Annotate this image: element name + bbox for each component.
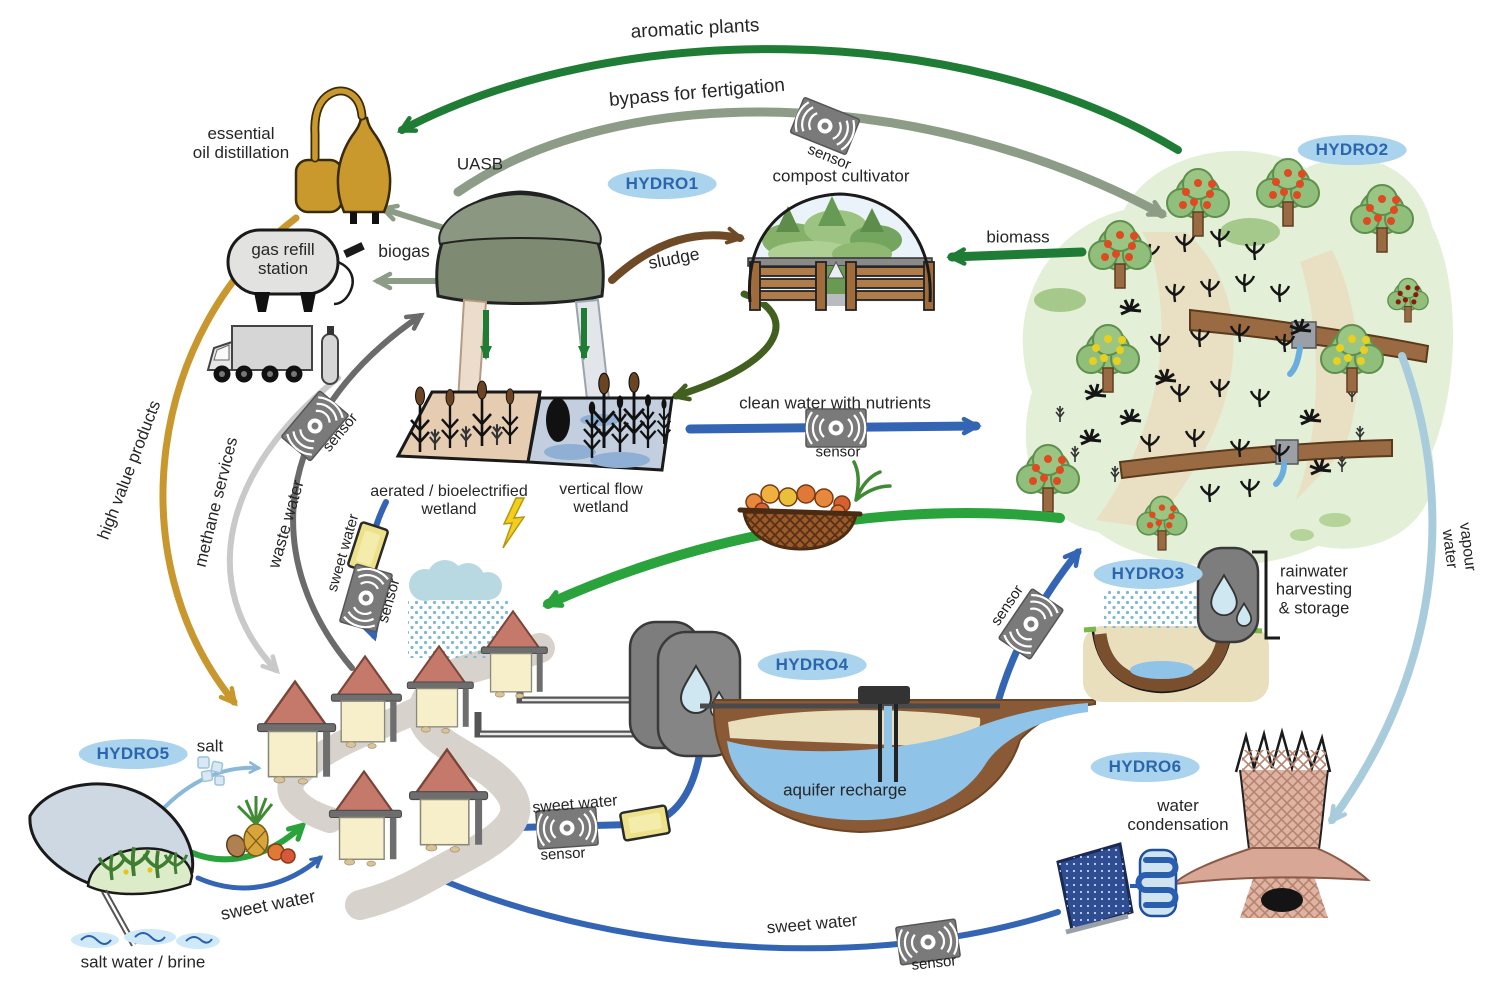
essential-oil-distillation-illustration: [294, 86, 392, 224]
aerated-wetland-illustration: [395, 379, 542, 464]
compost-cultivator-illustration: [747, 192, 935, 311]
flow-label-biomass: biomass: [986, 227, 1050, 247]
vertical-flow-wetland-illustration: [526, 371, 674, 472]
node-label-vertical-wetland: vertical flow wetland: [559, 481, 643, 516]
node-label-rainwater: rainwater harvesting & storage: [1275, 562, 1353, 618]
flow-methane-services-arrow: [226, 375, 341, 675]
agroforestry-farm-illustration: [1016, 150, 1454, 566]
flow-biomass-arrow: [946, 247, 1087, 266]
flow-label-salt: salt: [196, 736, 224, 756]
badge-hydro3: HYDRO3: [1093, 559, 1203, 589]
methane-truck-illustration: [206, 325, 339, 385]
flow-aromatic-plants-arrow: [396, 45, 1182, 154]
flow-label-vapour-water: vapour water: [1438, 521, 1479, 573]
flow-biogas-arrow-1: [378, 203, 447, 231]
sensor-label-clean-water: sensor: [815, 443, 861, 461]
flow-label-biogas: biogas: [378, 241, 430, 262]
badge-hydro4: HYDRO4: [757, 650, 867, 680]
uasb-reactor-illustration: [435, 190, 612, 409]
flow-waste-water-arrow: [290, 312, 425, 671]
badge-hydro6: HYDRO6: [1090, 752, 1200, 782]
salt-crystals-icon: [197, 756, 225, 786]
aquifer-recharge-illustration: [700, 686, 1096, 834]
flow-compost-to-wetland-arrow: [670, 290, 780, 402]
badge-hydro5: HYDRO5: [78, 739, 188, 769]
village-illustration: [256, 560, 640, 920]
sensor-icon-clean-water: [804, 407, 868, 449]
node-label-essential-oil: essential oil distillation: [192, 123, 290, 162]
flow-label-clean-water: clean water with nutrients: [739, 393, 931, 413]
badge-hydro1: HYDRO1: [607, 169, 717, 199]
fruit-basket-icon: [737, 460, 892, 551]
filter-icon-village: [618, 803, 672, 843]
rainwater-harvesting-illustration: [1083, 546, 1280, 702]
fruits-icon: [225, 796, 296, 864]
flow-village-sweet-water-arrow: [494, 748, 704, 837]
node-label-uasb: UASB: [456, 154, 504, 174]
rain-cloud-icon: [408, 560, 508, 658]
flow-sludge-arrow: [608, 226, 746, 284]
flow-label-salt-brine: salt water / brine: [80, 952, 206, 972]
gas-refill-station-illustration: [226, 228, 365, 312]
salt-water-brine-icon: [71, 929, 220, 949]
flow-bottom-sweet-water-arrow: [422, 870, 1061, 952]
saltwater-greenhouse-illustration: [28, 782, 195, 947]
node-label-aquifer: aquifer recharge: [783, 780, 907, 800]
badge-hydro2: HYDRO2: [1297, 135, 1407, 165]
sensor-label-village-sweet: sensor: [540, 844, 586, 864]
lightning-icon: [502, 497, 526, 549]
flow-sweet-water-h5-arrow: [195, 855, 324, 891]
flow-vapour-water-arrow: [1328, 352, 1437, 825]
solar-panel-illustration: [1056, 842, 1179, 935]
sensor-icons: [280, 96, 1065, 967]
node-label-aerated-wetland: aerated / bioelectrified wetland: [370, 483, 528, 518]
node-label-condensation: water condensation: [1127, 795, 1229, 834]
node-label-compost: compost cultivator: [772, 166, 910, 186]
flow-bypass-fertigation-arrow: [453, 107, 1168, 219]
water-condensation-tower-illustration: [1171, 727, 1371, 918]
node-label-gas-refill: gas refill station: [251, 239, 315, 278]
